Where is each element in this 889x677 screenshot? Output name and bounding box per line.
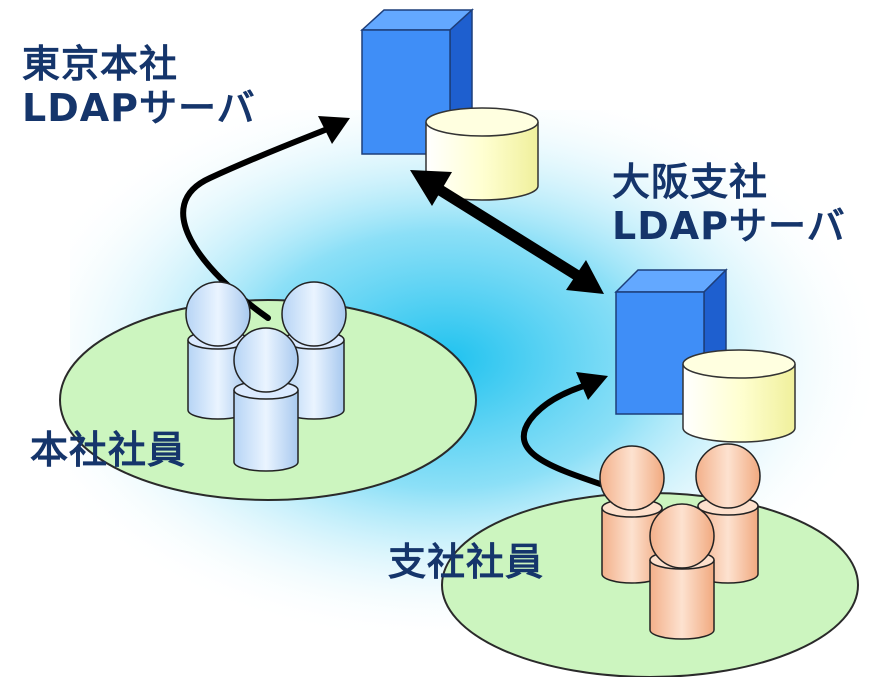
person-icon [233, 327, 299, 472]
branch-staff-label: 支社社員 [388, 540, 545, 584]
curved-arrow [520, 372, 615, 491]
database-icon [682, 349, 796, 443]
osaka-server-label: 大阪支社 LDAPサーバ [612, 160, 846, 248]
tokyo-server-label-line2: LDAPサーバ [22, 86, 256, 130]
person-icon [281, 281, 347, 420]
curved-arrow [180, 116, 350, 321]
double-arrow [410, 170, 604, 294]
person-icon [185, 281, 251, 420]
hq-staff-label: 本社社員 [30, 428, 187, 472]
branch-staff-group [599, 443, 761, 640]
tokyo-server-label: 東京本社 LDAPサーバ [22, 42, 256, 130]
tokyo-server-label-line1: 東京本社 [22, 42, 179, 86]
osaka-server-label-line1: 大阪支社 [612, 160, 769, 204]
osaka-server-label-line2: LDAPサーバ [612, 204, 846, 248]
hq-staff-group [185, 281, 347, 472]
database-icon [425, 107, 539, 201]
person-icon [599, 445, 665, 584]
person-icon [649, 503, 715, 640]
